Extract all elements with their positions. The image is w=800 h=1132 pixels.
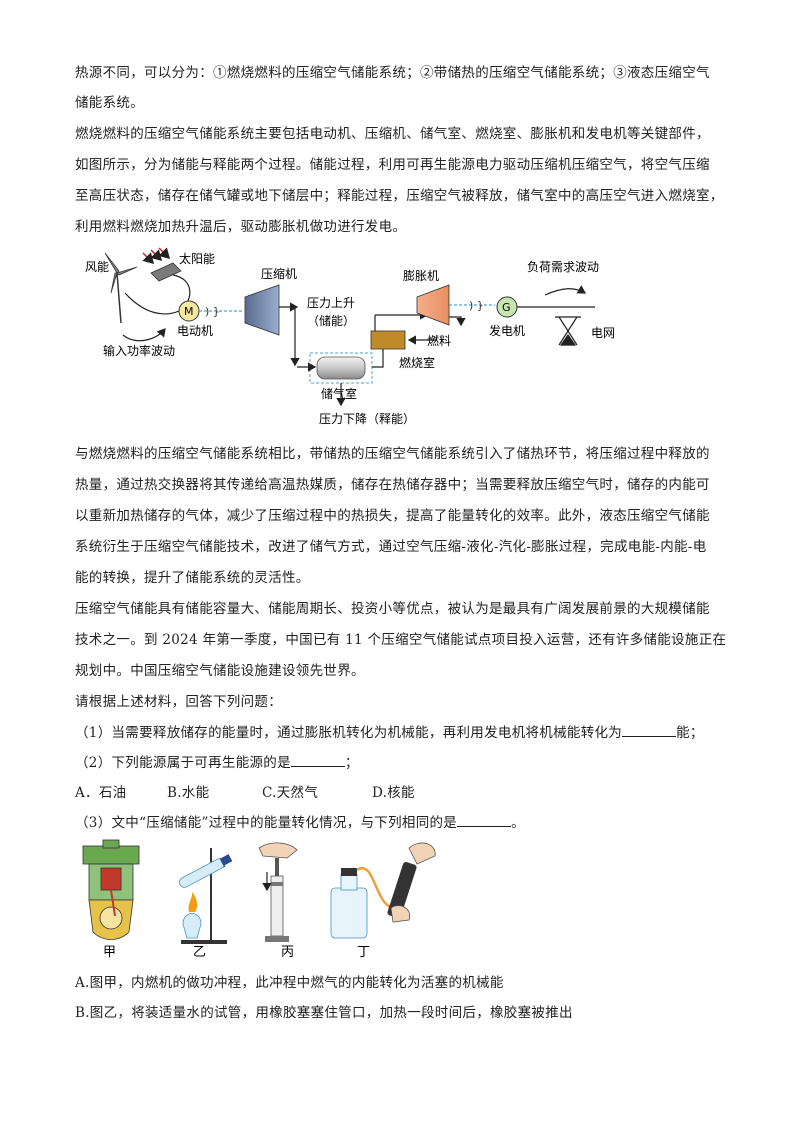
para3-line5: 能的转换，提升了储能系统的灵活性。 — [75, 570, 310, 586]
input-fluct-label: 输入功率波动 — [103, 343, 175, 358]
compressor-label: 压缩机 — [261, 266, 297, 281]
q1-text-end: 能； — [676, 725, 704, 741]
para2-line3: 至高压状态，储存在储气罐或地下储层中；释能过程，压缩空气被释放，储气室中的高压空… — [75, 188, 724, 204]
expander-label: 膨胀机 — [403, 269, 439, 283]
caes-system-diagram: 风能 太阳能 M 电动机 ) } 输入功率波动 压缩机 压力上升 （储能） — [85, 247, 615, 426]
storing-label: （储能） — [307, 313, 355, 328]
q3-text-end: 。 — [511, 815, 525, 831]
q3-answer-blank[interactable] — [457, 814, 512, 827]
wind-turbine-icon — [104, 252, 138, 324]
bottle-pump-figure — [330, 842, 436, 939]
power-grid-icon — [555, 316, 581, 346]
fig-label-bing: 丙 — [281, 945, 294, 960]
q2-option-c[interactable]: C.天然气 — [262, 785, 319, 801]
q1-text: （1）当需要释放储存的能量时，通过膨胀机转化为机械能，再利用发电机将机械能转化为 — [75, 725, 623, 741]
fig-label-ding: 丁 — [357, 945, 370, 960]
expander-icon — [416, 284, 450, 326]
para1-line2: 储能系统。 — [75, 95, 144, 111]
question-3: （3）文中“压缩储能”过程中的能量转化情况，与下列相同的是 。 — [75, 811, 525, 831]
para2-line2: 如图所示，分为储能与释能两个过程。储能过程，利用可再生能源电力驱动压缩机压缩空气… — [75, 157, 710, 173]
solar-label: 太阳能 — [179, 251, 215, 266]
q2-option-b[interactable]: B.水能 — [167, 785, 210, 801]
motor-symbol: M — [184, 305, 194, 318]
para2-line4: 利用燃料燃烧加热升温后，驱动膨胀机做功进行发电。 — [75, 219, 407, 235]
compressor-icon — [244, 284, 280, 336]
combustor-icon — [370, 330, 406, 350]
q2-text-end: ； — [344, 755, 359, 771]
q3-option-a[interactable]: A.图甲，内燃机的做功冲程，此冲程中燃气的内能转化为活塞的机械能 — [75, 975, 504, 991]
para4-line2: 技术之一。到 2024 年第一季度，中国已有 11 个压缩空气储能试点项目投入运… — [75, 632, 727, 648]
coupling-icon: ) } — [205, 305, 220, 318]
pressure-up-label: 压力上升 — [307, 296, 355, 310]
storage-tank-icon — [316, 356, 366, 380]
storage-label: 储气室 — [321, 386, 357, 401]
coupling-icon-2: ) } — [469, 299, 484, 312]
engine-figure — [82, 839, 140, 940]
q1-answer-blank[interactable] — [622, 724, 677, 737]
para3-line4: 系统衍生于压缩空气储能技术，改进了储气方式，通过空气压缩-液化-汽化-膨胀过程，… — [75, 539, 707, 555]
grid-label: 电网 — [591, 326, 615, 340]
q3-text: （3）文中“压缩储能”过程中的能量转化情况，与下列相同的是 — [75, 815, 458, 831]
pressure-down-label: 压力下降（释能） — [319, 412, 415, 426]
motor-label: 电动机 — [177, 324, 213, 338]
generator-symbol: G — [502, 301, 511, 314]
load-fluct-label: 负荷需求波动 — [527, 260, 599, 274]
question-1: （1）当需要释放储存的能量时，通过膨胀机转化为机械能，再利用发电机将机械能转化为… — [75, 721, 704, 741]
generator-label: 发电机 — [489, 323, 525, 338]
q2-options: A．石油 B.水能 C.天然气 D.核能 — [75, 781, 415, 801]
solar-panel-icon — [142, 247, 182, 282]
q2-text: （2）下列能源属于可再生能源的是 — [75, 755, 291, 771]
fig-label-yi: 乙 — [193, 945, 206, 960]
q3-figures: 甲 乙 丙 — [82, 839, 436, 960]
piston-figure — [258, 842, 298, 942]
para3-line1: 与燃烧燃料的压缩空气储能系统相比，带储热的压缩空气储能系统引入了储热环节，将压缩… — [75, 446, 710, 462]
fig-label-jia: 甲 — [103, 945, 116, 960]
test-tube-figure — [178, 848, 233, 944]
para1-line1: 热源不同，可以分为：①燃烧燃料的压缩空气储能系统；②带储热的压缩空气储能系统；③… — [75, 65, 710, 81]
wind-label: 风能 — [85, 260, 109, 274]
para4-line1: 压缩空气储能具有储能容量大、储能周期长、投资小等优点，被认为是最具有广阔发展前景… — [75, 601, 710, 617]
q3-option-b[interactable]: B.图乙，将装适量水的试管，用橡胶塞塞住管口，加热一段时间后，橡胶塞被推出 — [75, 1005, 573, 1021]
para2-line1: 燃烧燃料的压缩空气储能系统主要包括电动机、压缩机、储气室、燃烧室、膨胀机和发电机… — [75, 126, 710, 142]
q2-option-d[interactable]: D.核能 — [372, 785, 415, 801]
fuel-label: 燃料 — [427, 333, 451, 348]
question-2: （2）下列能源属于可再生能源的是 ； — [75, 751, 359, 771]
q2-option-a[interactable]: A．石油 — [75, 785, 127, 801]
combustor-label: 燃烧室 — [399, 355, 435, 370]
para3-line3: 以重新加热储存的气体，减少了压缩过程中的热损失，提高了能量转化的效率。此外，液态… — [75, 508, 710, 524]
para3-line2: 热量，通过热交换器将其传递给高温热媒质，储存在热储存器中；当需要释放压缩空气时，… — [75, 477, 710, 493]
question-prompt: 请根据上述材料，回答下列问题： — [75, 694, 282, 710]
para4-line3: 规划中。中国压缩空气储能设施建设领先世界。 — [75, 663, 365, 679]
q2-answer-blank[interactable] — [290, 754, 345, 767]
